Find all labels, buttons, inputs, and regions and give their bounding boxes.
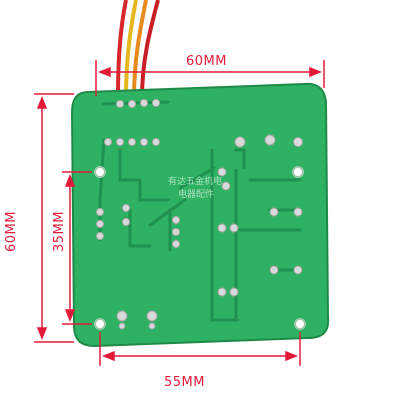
- wire-red: [116, 0, 128, 99]
- silkscreen-text-2: 电器配件: [178, 190, 215, 200]
- width-dimension-label: 60MM: [186, 54, 227, 69]
- wire-orange: [132, 0, 148, 99]
- wire-bundle: [116, 0, 160, 99]
- height-dimension-label: 60MM: [4, 211, 19, 252]
- pcb-pads: [95, 98, 303, 330]
- mounting-holes: [94, 166, 306, 330]
- pcb-board: [70, 82, 330, 348]
- silkscreen-text: 有达五金机电: [168, 177, 223, 187]
- dimension-lines: [34, 60, 325, 366]
- hole-spacing-vertical-label: 35MM: [52, 211, 67, 252]
- wire-red-2: [140, 0, 160, 99]
- wire-yellow: [124, 0, 138, 99]
- hole-spacing-horizontal-label: 55MM: [164, 375, 205, 390]
